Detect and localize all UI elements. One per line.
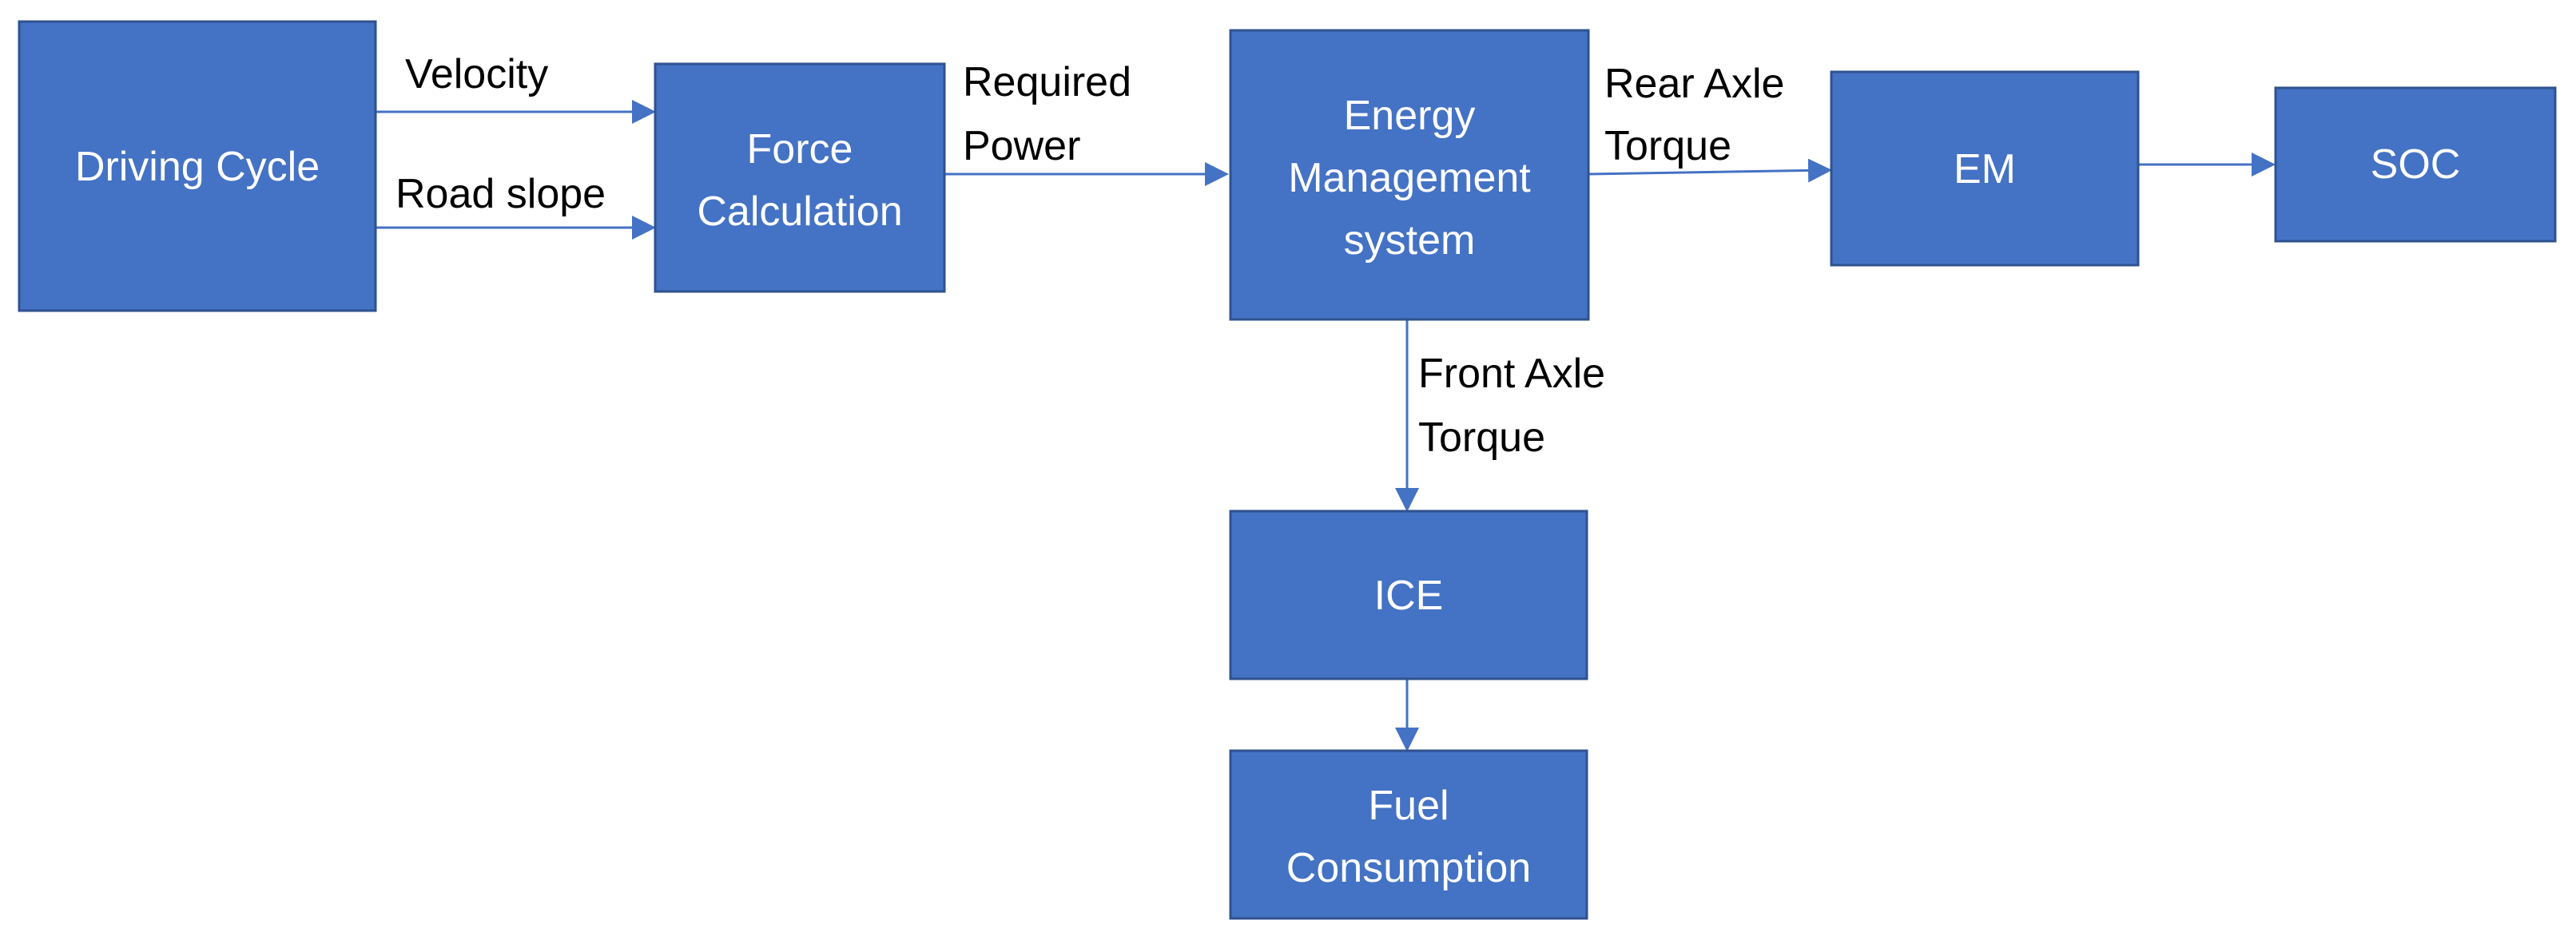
front-axle-torque-label-line1: Front Axle: [1418, 351, 1605, 397]
force-calculation-label-line2: Calculation: [697, 188, 902, 235]
node-em: EM: [1830, 70, 2140, 267]
driving-cycle-label: Driving Cycle: [75, 144, 320, 190]
front-axle-torque-label-line2: Torque: [1418, 414, 1545, 461]
velocity-label: Velocity: [405, 51, 548, 97]
node-fuel-consumption: Fuel Consumption: [1229, 749, 1588, 920]
force-calculation-label-line1: Force: [747, 126, 853, 173]
rear-axle-torque-label-line1: Rear Axle: [1604, 61, 1784, 107]
fuel-consumption-label-line2: Consumption: [1286, 845, 1531, 891]
required-power-label-line2: Power: [963, 123, 1080, 169]
soc-label: SOC: [2371, 141, 2461, 188]
energy-management-label-line1: Energy: [1344, 93, 1476, 139]
energy-management-label-line3: system: [1344, 217, 1476, 264]
rear-axle-torque-arrow: [1588, 158, 1832, 183]
node-soc: SOC: [2274, 86, 2557, 243]
node-ice: ICE: [1229, 510, 1588, 680]
required-power-label-line1: Required: [963, 59, 1131, 105]
node-driving-cycle: Driving Cycle: [18, 20, 377, 312]
em-label: EM: [1954, 146, 2016, 192]
ice-label: ICE: [1374, 573, 1444, 619]
rear-axle-torque-label-line2: Torque: [1604, 123, 1731, 169]
node-force-calculation: Force Calculation: [654, 62, 946, 293]
road-slope-label: Road slope: [396, 171, 606, 217]
node-energy-management-system: Energy Management system: [1229, 29, 1590, 321]
fuel-consumption-label-line1: Fuel: [1368, 783, 1449, 829]
energy-management-label-line2: Management: [1288, 155, 1531, 201]
